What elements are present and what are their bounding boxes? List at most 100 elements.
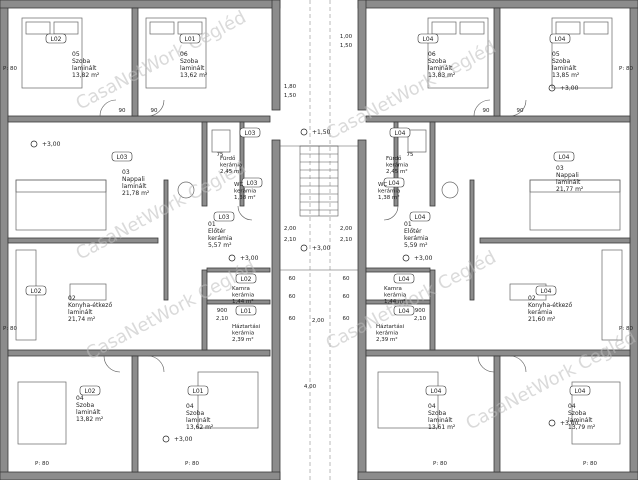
- room-label: 21,74 m²: [68, 316, 96, 323]
- room-label: Szoba: [180, 58, 198, 65]
- room-label: Konyha-étkező: [68, 302, 112, 309]
- room-label: 04: [428, 403, 436, 410]
- room-label: 5,57 m²: [208, 242, 232, 249]
- room-tag: [417, 33, 439, 44]
- level-label: +3,00: [414, 255, 433, 262]
- room-label: 13,79 m²: [568, 424, 596, 431]
- dimension-label: 60: [289, 316, 296, 322]
- room-label: 04: [568, 403, 576, 410]
- room-label: 13,61 m²: [428, 424, 456, 431]
- room-label: laminált: [186, 417, 211, 424]
- room-label: Fürdő: [386, 156, 402, 162]
- room-label: 1,38 m²: [234, 194, 256, 201]
- watermark-text: CasaNetWork Cegléd: [82, 257, 259, 364]
- window-label: P: 80: [35, 461, 49, 467]
- room-label: laminált: [180, 65, 205, 72]
- dimension-label: 900: [415, 308, 426, 314]
- room-label: 13,83 m²: [428, 72, 456, 79]
- level-label: +3,00: [240, 255, 259, 262]
- room-tag-label: L04: [541, 288, 552, 295]
- room-label: Szoba: [76, 402, 94, 409]
- room-tag: [553, 151, 575, 162]
- room-label: 1,44 m²: [232, 298, 254, 305]
- room-tag-label: L02: [241, 276, 252, 283]
- dimension-label: 2,00: [340, 226, 353, 232]
- room-label: 13,82 m²: [72, 72, 100, 79]
- room-label: 21,60 m²: [528, 316, 556, 323]
- room-label: kerámia: [208, 235, 233, 242]
- room-label: 2,39 m²: [232, 336, 254, 343]
- room-label: kerámia: [404, 235, 429, 242]
- room-label: Fürdő: [220, 156, 236, 162]
- room-label: Szoba: [428, 410, 446, 417]
- room-tag-label: L04: [389, 180, 400, 187]
- level-marker-icon: [228, 254, 236, 262]
- room-label: laminált: [76, 409, 101, 416]
- room-label: 13,85 m²: [552, 72, 580, 79]
- room-label: Szoba: [552, 58, 570, 65]
- room-tag: [187, 385, 209, 396]
- room-label: kerámia: [232, 292, 254, 299]
- room-label: laminált: [122, 183, 147, 190]
- level-label: +3,00: [560, 85, 579, 92]
- room-label: Előtér: [404, 228, 422, 235]
- dimension-label: 75: [217, 152, 224, 158]
- room-tag: [389, 127, 411, 138]
- level-label: +3,00: [312, 245, 331, 252]
- dimension-label: 90: [483, 108, 490, 114]
- room-tag-label: L02: [31, 288, 42, 295]
- level-label: +3,00: [560, 420, 579, 427]
- room-tag-label: L04: [575, 388, 586, 395]
- room-label: kerámia: [386, 162, 408, 169]
- dimension-label: 60: [343, 276, 350, 282]
- dimension-label: 2,10: [340, 237, 353, 243]
- watermark-text: CasaNetWork Cegléd: [72, 7, 249, 114]
- room-label: 1,38 m²: [378, 194, 400, 201]
- dimension-label: 1,80: [284, 84, 297, 90]
- room-label: 01: [404, 221, 412, 228]
- room-label: 02: [528, 295, 536, 302]
- room-label: laminált: [428, 417, 453, 424]
- room-tag: [393, 305, 415, 316]
- room-label: WC: [378, 182, 387, 188]
- dimension-label: 75: [407, 152, 414, 158]
- staircase: [280, 0, 358, 480]
- window-label: P: 80: [185, 461, 199, 467]
- room-label: laminált: [68, 309, 93, 316]
- room-label: 06: [180, 51, 188, 58]
- room-label: 2,45 m²: [386, 168, 408, 175]
- window-label: P: 80: [3, 326, 17, 332]
- room-tag: [569, 385, 591, 396]
- room-label: kerámia: [232, 330, 254, 337]
- room-label: laminált: [72, 65, 97, 72]
- room-label: Háztartási: [376, 323, 405, 330]
- dimension-label: 1,50: [340, 43, 353, 49]
- window-label: P: 80: [619, 326, 633, 332]
- room-tag: [239, 127, 261, 138]
- room-tag: [535, 285, 557, 296]
- window-label: P: 80: [433, 461, 447, 467]
- room-label: Szoba: [428, 58, 446, 65]
- level-marker-icon: [548, 84, 556, 92]
- dimension-label: 2,00: [312, 318, 325, 324]
- level-label: +1,50: [312, 129, 331, 136]
- room-tag: [393, 273, 415, 284]
- dimension-label: 90: [119, 108, 126, 114]
- room-tag: [235, 273, 257, 284]
- level-marker-icon: [300, 244, 308, 252]
- room-tag-label: L01: [241, 308, 252, 315]
- dimension-label: 1,00: [340, 34, 353, 40]
- room-tag: [25, 285, 47, 296]
- room-tag: [111, 151, 133, 162]
- room-label: 21,77 m²: [556, 186, 584, 193]
- room-tag-label: L04: [559, 154, 570, 161]
- room-label: laminált: [552, 65, 577, 72]
- room-label: 05: [72, 51, 80, 58]
- dimension-label: 60: [289, 276, 296, 282]
- level-marker-icon: [30, 140, 38, 148]
- level-marker-icon: [402, 254, 410, 262]
- room-label: laminált: [568, 417, 593, 424]
- room-label: 1,44 m²: [384, 298, 406, 305]
- room-label: 03: [556, 165, 564, 172]
